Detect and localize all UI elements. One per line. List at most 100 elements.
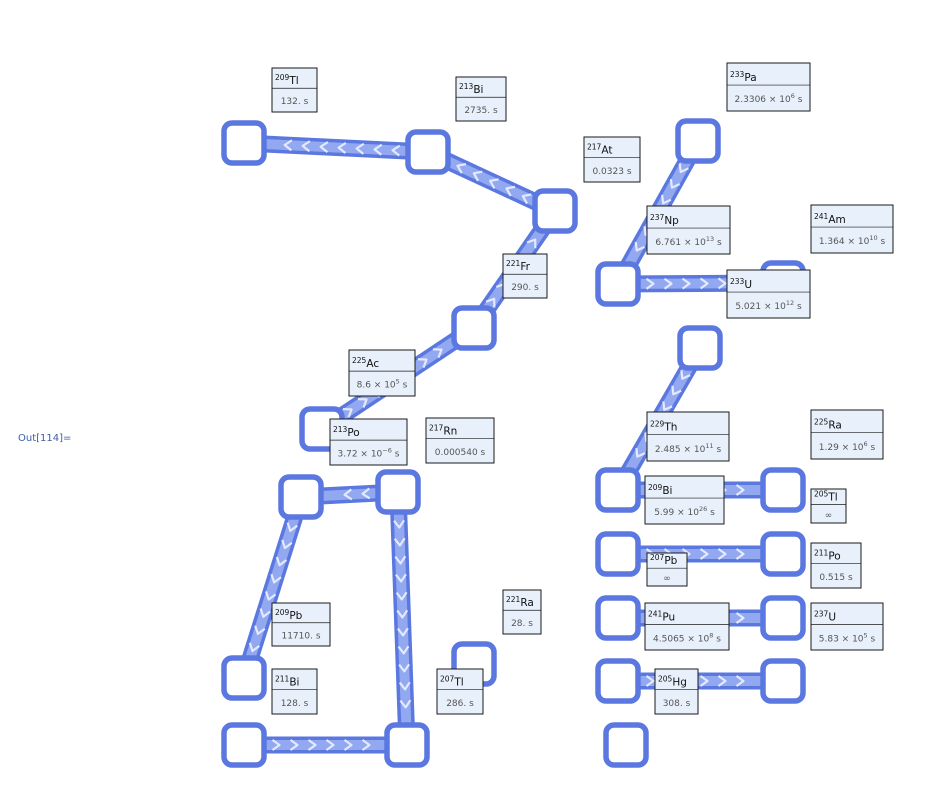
mass-number: 229 <box>650 420 665 429</box>
half-life-exponent: 8 <box>709 631 713 639</box>
half-life-value: 290. s <box>511 283 539 293</box>
vertex-Pb207[interactable] <box>595 531 641 577</box>
label-box <box>646 411 730 462</box>
half-life-unit: s <box>878 237 886 247</box>
arrow-chevron-icon <box>319 141 329 153</box>
arrow-chevron-icon <box>645 277 655 290</box>
half-life-value: 5.83 × 105 s <box>819 631 876 644</box>
vertex-U237[interactable] <box>760 595 806 641</box>
vertex-Ra225[interactable] <box>595 467 641 513</box>
arrow-chevron-icon <box>391 144 401 157</box>
arrow-chevron-icon <box>635 448 646 458</box>
mass-number: 225 <box>814 418 829 427</box>
half-life-value: 1.29 × 106 s <box>819 440 876 453</box>
nuclide-name: 229Th <box>650 420 677 434</box>
element-symbol: At <box>601 145 612 157</box>
arrow-chevron-icon <box>281 539 293 550</box>
arrow-chevron-icon <box>735 612 745 624</box>
nuclide-name: 213Po <box>333 425 360 439</box>
half-life-exponent: 6 <box>864 440 868 448</box>
nuclide-label-U233: 233U 5.021 × 1012 s <box>726 269 811 319</box>
mass-number: 237 <box>814 610 829 619</box>
decay-edge-Pb207-to-Po211 <box>618 545 783 563</box>
mass-number: 209 <box>275 608 290 617</box>
vertex-Th229[interactable] <box>677 325 723 371</box>
half-life-mantissa: 128. s <box>281 699 309 709</box>
half-life-value: 1.364 × 1010 s <box>819 234 886 247</box>
vertex-Bi209[interactable] <box>760 467 806 513</box>
vertex-Tl207[interactable] <box>384 722 430 768</box>
nuclide-name: 233U <box>730 277 752 291</box>
half-life-value: 286. s <box>446 699 474 709</box>
nuclide-name: 233Pa <box>730 70 757 84</box>
vertex-Po213[interactable] <box>375 469 421 515</box>
arrow-chevron-icon <box>399 699 412 709</box>
arrow-chevron-icon <box>271 739 281 751</box>
arrow-chevron-icon <box>717 548 727 560</box>
vertex-Hg205[interactable] <box>595 658 641 704</box>
vertex-Pb209[interactable] <box>221 655 267 701</box>
arrow-chevron-icon <box>283 139 293 152</box>
arrow-chevron-icon <box>735 675 745 687</box>
arrow-chevron-icon <box>526 238 537 249</box>
nuclide-name: 237U <box>814 610 836 624</box>
half-life-value: ∞ <box>825 511 833 521</box>
label-box <box>583 136 641 183</box>
arrow-chevron-icon <box>395 591 408 601</box>
element-symbol: Ra <box>828 420 842 432</box>
half-life-mantissa: 286. s <box>446 699 474 709</box>
label-box <box>455 76 507 122</box>
half-life-mantissa: ∞ <box>825 511 833 521</box>
arrow-chevron-icon <box>669 179 681 189</box>
half-life-value: 2.485 × 1011 s <box>655 442 722 455</box>
half-life-unit: s <box>868 443 876 453</box>
mass-number: 221 <box>506 259 521 268</box>
element-symbol: Rn <box>443 426 457 438</box>
vertex-Pa233[interactable] <box>675 118 721 164</box>
element-symbol: Bi <box>662 485 672 497</box>
vertex-extra-0[interactable] <box>603 722 649 768</box>
half-life-exponent: 10 <box>869 234 877 242</box>
nuclide-name: 221Fr <box>506 259 531 273</box>
vertex-Bi213[interactable] <box>405 129 451 175</box>
mass-number: 205 <box>658 675 673 684</box>
label-box <box>654 668 699 715</box>
mass-number: 221 <box>506 595 521 604</box>
vertex-Po211[interactable] <box>760 531 806 577</box>
half-life-mantissa: 290. s <box>511 283 539 293</box>
vertex-At217[interactable] <box>532 188 578 234</box>
vertex-Pu241[interactable] <box>595 595 641 641</box>
vertex-Bi211[interactable] <box>221 722 267 768</box>
half-life-exponent: 6 <box>791 92 795 100</box>
half-life-value: 0.515 s <box>819 573 853 583</box>
arrow-chevron-icon <box>264 591 277 601</box>
vertex-Rn217[interactable] <box>278 474 324 520</box>
half-life-mantissa: 6.761 × 10 <box>655 238 706 248</box>
vertex-Fr221[interactable] <box>451 305 497 351</box>
mass-number: 225 <box>352 356 367 365</box>
mass-number: 209 <box>275 73 290 82</box>
vertex-Np237[interactable] <box>595 261 641 307</box>
nuclide-name: 217Rn <box>429 424 457 438</box>
mass-number: 217 <box>587 143 602 152</box>
element-symbol: Pb <box>664 555 677 567</box>
arrow-chevron-icon <box>634 241 645 252</box>
half-life-unit: s <box>795 95 803 105</box>
half-life-value: 5.021 × 1012 s <box>735 299 802 312</box>
half-life-unit: s <box>794 302 802 312</box>
vertex-Tl209[interactable] <box>221 120 267 166</box>
vertex-Hg205b[interactable] <box>760 658 806 704</box>
half-life-unit: s <box>707 508 715 518</box>
half-life-unit: s <box>714 445 722 455</box>
arrow-chevron-icon <box>472 170 483 182</box>
decay-edge-Bi211-to-Tl207 <box>244 736 407 754</box>
half-life-exponent: −6 <box>382 447 392 455</box>
half-life-unit: s <box>713 634 721 644</box>
decay-edge-Rn217-to-P209 <box>235 494 310 681</box>
